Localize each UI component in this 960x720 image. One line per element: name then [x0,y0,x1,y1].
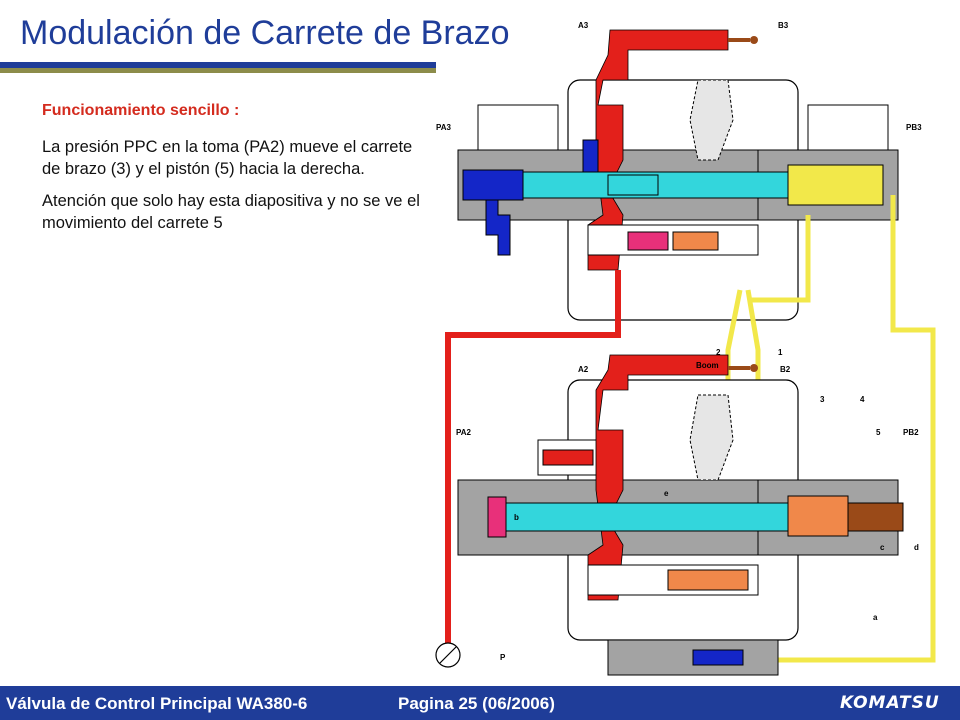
lower-orange-piston [787,495,849,537]
subheading: Funcionamiento sencillo : [42,102,240,119]
label-pa3: PA3 [436,123,452,132]
label-5: 5 [876,428,881,437]
upper-blue-drain-left [462,169,524,201]
paragraph-2: Atención que solo hay esta diapositiva y… [42,192,420,232]
label-c: c [880,543,885,552]
label-boom: Boom [696,361,719,370]
label-a2: A2 [578,365,589,374]
lower-brown-piston [847,502,904,532]
lower-b2-port [689,394,734,481]
title-rule [0,62,436,68]
label-2: 2 [716,348,721,357]
pump-arrow [439,646,457,664]
label-e: e [664,489,669,498]
label-b: b [514,513,519,522]
label-b3: B3 [778,21,789,30]
yellow-pilot-line-3 [748,215,811,303]
label-3: 3 [820,395,825,404]
label-a: a [873,613,878,622]
upper-spool-land [607,174,659,196]
upper-right-cap [807,104,889,151]
red-supply-line [445,270,621,645]
label-pb2: PB2 [903,428,919,437]
label-1: 1 [778,348,783,357]
label-pb3: PB3 [906,123,922,132]
footer-title: Válvula de Control Principal WA380-6 [6,694,308,713]
lower-magenta-part [487,496,507,538]
upper-orange-part [672,231,719,251]
text-panel: Funcionamiento sencillo : La presión PPC… [42,100,422,244]
label-pa2: PA2 [456,428,472,437]
label-d: d [914,543,919,552]
lower-blue-port [692,649,744,666]
label-a3: A3 [578,21,589,30]
upper-yellow-pilot [787,164,884,206]
label-4: 4 [860,395,865,404]
upper-valve-section [457,29,899,321]
title-rule-accent [0,68,436,73]
footer-page-number: Pagina 25 (06/2006) [398,694,555,713]
lower-brown-knob [750,364,758,372]
upper-left-cap [477,104,559,151]
komatsu-logo: KOMATSU [840,693,940,713]
paragraph-1: La presión PPC en la toma (PA2) mueve el… [42,138,413,178]
upper-b3-port [689,79,734,161]
page-title: Modulación de Carrete de Brazo [20,14,510,52]
lower-orange-check [667,569,749,591]
valve-diagram: A3 B3 PA3 PB3 A2 B2 PA2 PB2 Boom 1 2 3 4… [435,21,936,676]
footer-bar: Válvula de Control Principal WA380-6 Pag… [0,686,960,720]
upper-magenta-part [627,231,669,251]
lower-red-side-port [542,449,594,466]
label-p: P [500,653,506,662]
label-b2: B2 [780,365,791,374]
upper-blue-drain-down [485,199,511,256]
lower-spool [497,502,799,532]
lower-valve-section [457,354,904,676]
upper-brown-knob [750,36,758,44]
